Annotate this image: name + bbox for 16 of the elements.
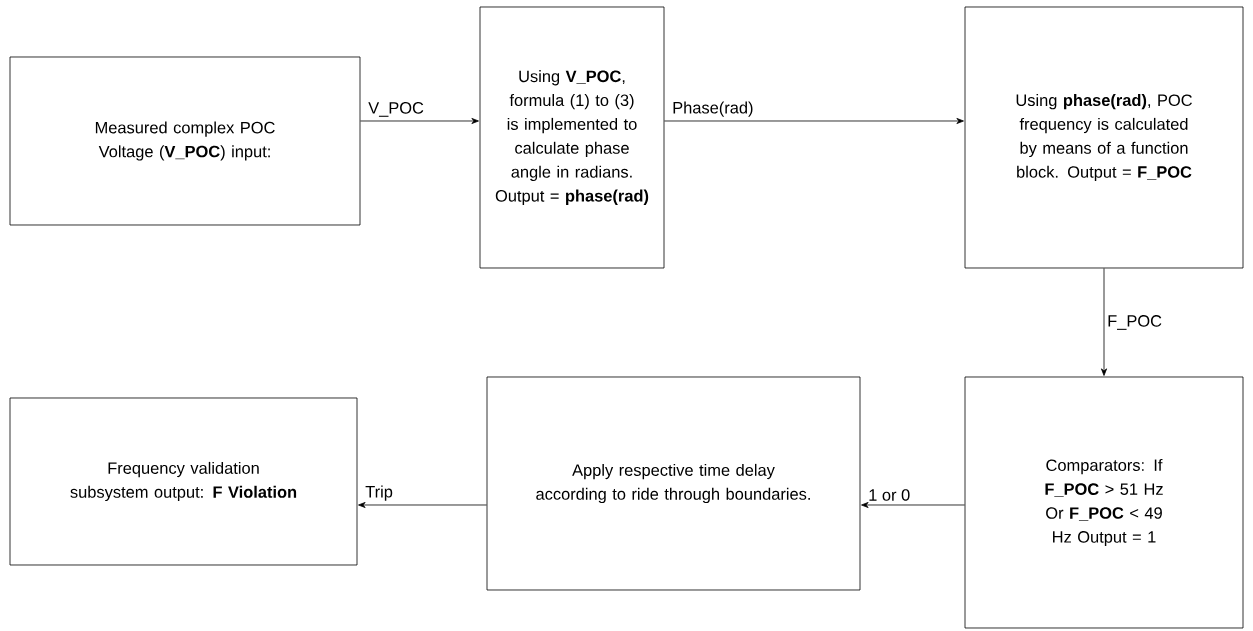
edge-label: 1 or 0 xyxy=(867,488,912,502)
process-box: Measured complex POC Voltage (V_POC) input: xyxy=(9,56,361,226)
arrow xyxy=(1101,268,1107,376)
arrow xyxy=(358,502,487,508)
process-box: Comparators: If F_POC > 51 Hz Or F_POC < 49 Hz Output = 1 xyxy=(964,376,1244,629)
arrow xyxy=(360,118,479,124)
process-box: Using phase(rad), POC frequency is calculated by means of a function block. Output = F_POC xyxy=(964,6,1244,269)
edge-label: V_POC xyxy=(367,101,425,118)
arrow xyxy=(664,118,964,124)
arrow xyxy=(861,502,965,508)
process-box: Using V_POC, formula (1) to (3) is implemented to calculate phase angle in radians. Output = phase(rad) xyxy=(479,6,665,269)
process-box: Apply respective time delay according to ride through boundaries. xyxy=(486,376,861,591)
edge-label: Trip xyxy=(364,484,394,502)
edge-label: F_POC xyxy=(1106,314,1163,331)
process-box: Frequency validation subsystem output: F Violation xyxy=(9,397,358,566)
edge-label: Phase(rad) xyxy=(671,100,755,118)
